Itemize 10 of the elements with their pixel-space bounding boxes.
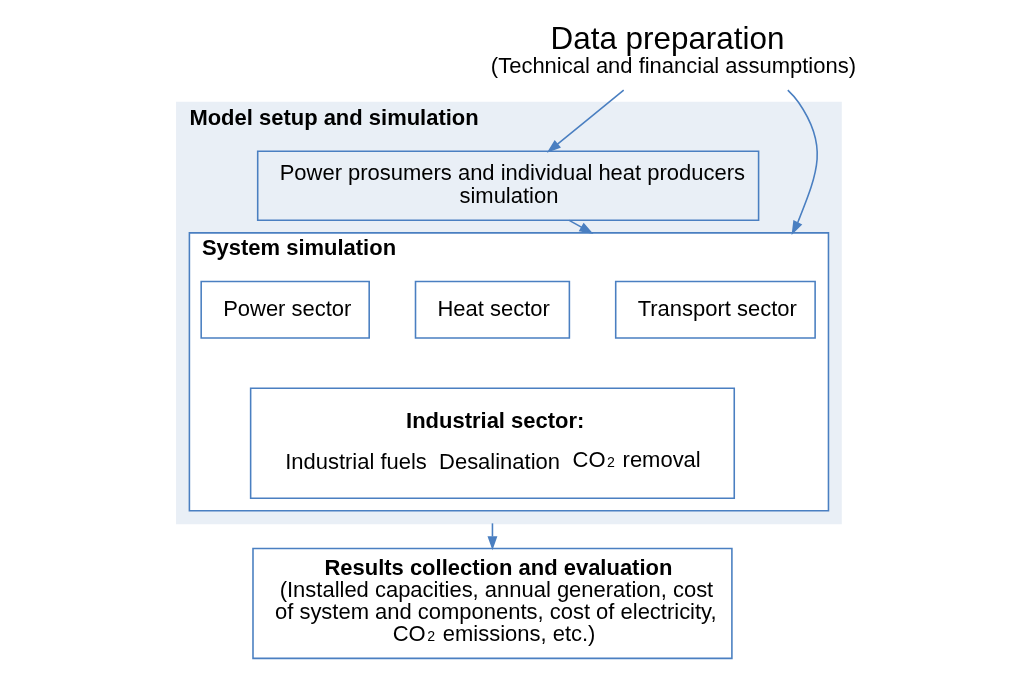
node-box: Power prosumers and individual heat producers simulation [256,150,760,222]
node-text: Data preparation (Technical and financial assumptions) [490,21,856,79]
node-box: Industrial sector: Industrial fuels Desalination CO2 removal [249,387,736,499]
node-box: Transport sector [614,280,816,339]
arrow [568,219,594,235]
node-box: Power sector [200,280,370,339]
arrow [546,89,625,153]
node-box: Results collection and evaluation (Installed capacities, annual generation, cost of system and components, cost of electricity, CO2 emissions, etc.) [252,547,733,660]
node-box: Heat sector [414,280,571,339]
arrow [787,89,818,235]
